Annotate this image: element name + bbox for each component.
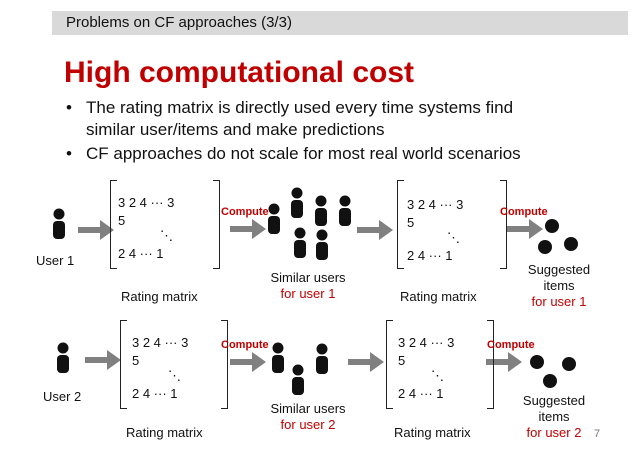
- suggested-text: Suggested: [527, 262, 591, 277]
- matrix-dots: ⋱: [168, 368, 181, 383]
- person-icon: [292, 364, 304, 395]
- person-icon: [53, 208, 65, 239]
- similar-users-group: [268, 187, 351, 260]
- person-icon: [268, 203, 280, 234]
- matrix-bracket-right: [213, 180, 220, 269]
- page-number: 7: [594, 428, 601, 440]
- item-dot-icon: [543, 374, 557, 388]
- for-user-text: for user 2: [280, 417, 336, 432]
- matrix-row: 2 4 ··· 1: [132, 386, 178, 401]
- rating-matrix: 3 2 4 ··· 3 5 ⋱ 2 4 ··· 1: [386, 320, 496, 410]
- user-label: User 2: [43, 389, 82, 404]
- matrix-bracket-left: [386, 320, 393, 409]
- items-text: items: [538, 409, 570, 424]
- matrix-bracket-right: [221, 320, 228, 409]
- items-text: items: [543, 278, 575, 293]
- person-icon: [57, 342, 69, 373]
- rating-matrix-label: Rating matrix: [126, 425, 203, 440]
- bullet-text: CF approaches do not scale for most real…: [86, 144, 521, 163]
- rating-matrix-label: Rating matrix: [400, 289, 477, 304]
- matrix-row: 3 2 4 ··· 3: [132, 335, 189, 350]
- arrow-right-icon: [348, 352, 384, 372]
- suggested-text: Suggested: [522, 393, 586, 408]
- person-icon: [316, 229, 328, 260]
- bullet-marker: •: [66, 98, 72, 117]
- rating-matrix-label: Rating matrix: [121, 289, 198, 304]
- person-icon: [315, 195, 327, 226]
- rating-matrix: 3 2 4 ··· 3 5 ⋱ 2 4 ··· 1: [397, 180, 509, 270]
- similar-users-label: Similar users for user 1: [262, 270, 354, 302]
- rating-matrix: 3 2 4 ··· 3 5 ⋱ 2 4 ··· 1: [120, 320, 230, 410]
- matrix-bracket-right: [500, 180, 507, 269]
- bullet-text: The rating matrix is directly used every…: [86, 98, 514, 117]
- matrix-row: 3 2 4 ··· 3: [398, 335, 455, 350]
- matrix-bracket-left: [120, 320, 127, 409]
- compute-label: Compute: [221, 206, 269, 218]
- matrix-bracket-left: [110, 180, 117, 269]
- matrix-row: 5: [132, 353, 140, 368]
- matrix-dots: ⋱: [431, 368, 444, 383]
- arrow-right-icon: [85, 350, 121, 370]
- rating-matrix: 3 2 4 ··· 3 5 ⋱ 2 4 ··· 1: [110, 180, 222, 270]
- arrow-right-icon: [230, 352, 266, 372]
- for-user-text: for user 1: [280, 286, 336, 301]
- matrix-row: 3 2 4 ··· 3: [118, 195, 175, 210]
- suggested-items-label: Suggested items for user 2: [514, 393, 594, 441]
- arrow-right-icon: [78, 220, 114, 240]
- arrow-right-icon: [357, 220, 393, 240]
- matrix-row: 5: [118, 213, 126, 228]
- matrix-bracket-left: [397, 180, 404, 269]
- similar-users-label: Similar users for user 2: [260, 401, 356, 433]
- item-dot-icon: [545, 219, 559, 233]
- similar-users-group: [272, 342, 328, 395]
- slide-header-text: Problems on CF approaches (3/3): [66, 14, 292, 31]
- matrix-dots: ⋱: [447, 230, 460, 245]
- item-dot-icon: [530, 355, 544, 369]
- for-user-text: for user 2: [526, 425, 582, 440]
- slide-header-bar: Problems on CF approaches (3/3): [52, 11, 628, 35]
- for-user-text: for user 1: [531, 294, 587, 309]
- compute-label: Compute: [500, 206, 548, 218]
- suggested-items-label: Suggested items for user 1: [519, 262, 599, 310]
- bullet-marker: •: [66, 144, 72, 163]
- rating-matrix-label: Rating matrix: [394, 425, 471, 440]
- matrix-dots: ⋱: [160, 228, 173, 243]
- person-icon: [294, 227, 306, 258]
- person-icon: [272, 342, 284, 373]
- matrix-row: 2 4 ··· 1: [407, 248, 453, 263]
- arrow-right-icon: [230, 219, 266, 239]
- matrix-row: 3 2 4 ··· 3: [407, 197, 464, 212]
- bullet-text: similar user/items and make predictions: [86, 120, 385, 139]
- arrow-right-icon: [507, 219, 543, 239]
- slide-title: High computational cost: [64, 56, 415, 89]
- person-icon: [316, 343, 328, 374]
- matrix-row: 2 4 ··· 1: [118, 246, 164, 261]
- person-icon: [291, 187, 303, 218]
- compute-label: Compute: [487, 339, 535, 351]
- item-dot-icon: [538, 240, 552, 254]
- similar-users-text: Similar users: [270, 270, 346, 285]
- person-icon: [339, 195, 351, 226]
- item-dot-icon: [562, 357, 576, 371]
- similar-users-text: Similar users: [270, 401, 346, 416]
- compute-label: Compute: [221, 339, 269, 351]
- matrix-row: 5: [407, 215, 415, 230]
- matrix-bracket-right: [487, 320, 494, 409]
- item-dot-icon: [564, 237, 578, 251]
- user-label: User 1: [36, 253, 75, 268]
- matrix-row: 2 4 ··· 1: [398, 386, 444, 401]
- matrix-row: 5: [398, 353, 406, 368]
